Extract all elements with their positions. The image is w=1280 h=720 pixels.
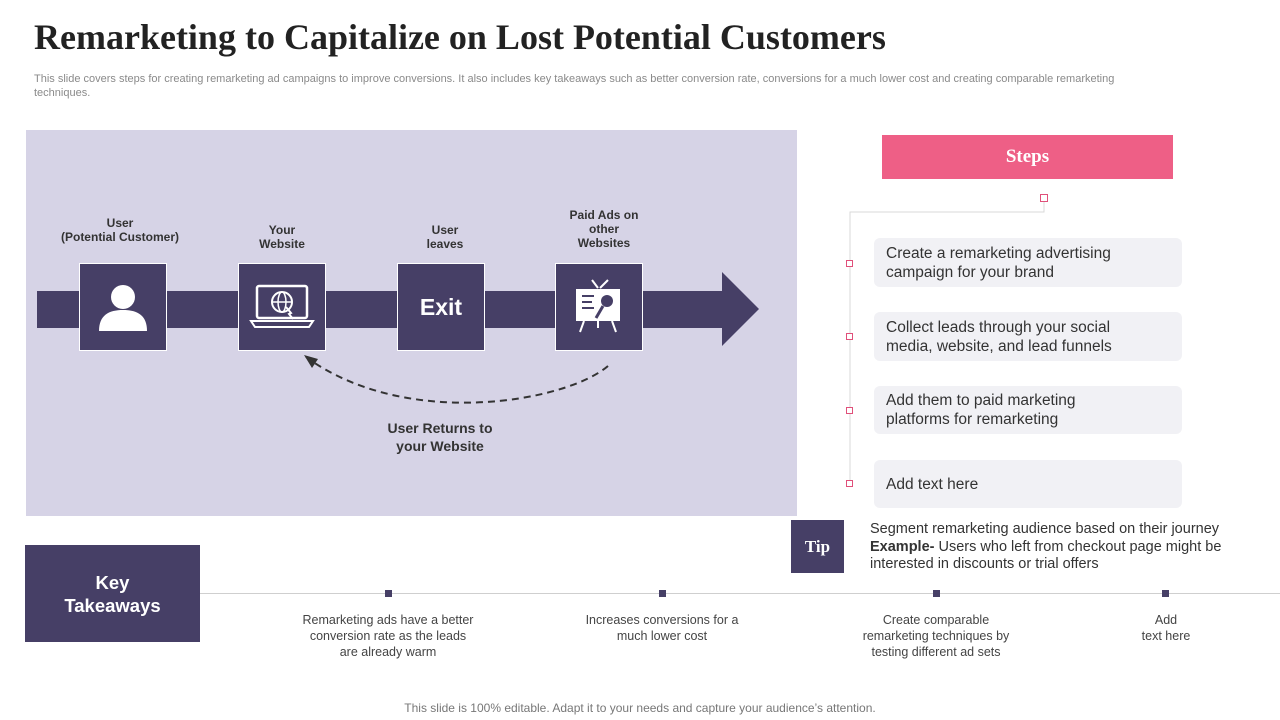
takeaways-line [200,593,1280,594]
step-marker [846,260,853,267]
paid-ads-box [555,263,643,351]
flow-label-ads: Paid Ads on other Websites [569,208,639,250]
website-box [238,263,326,351]
takeaway-text-2: Increases conversions for a much lower c… [585,613,739,643]
takeaway-marker [659,590,666,597]
laptop-globe-icon [249,284,315,328]
page-title: Remarketing to Capitalize on Lost Potent… [34,17,886,57]
flow-label-website: Your Website [259,223,305,251]
exit-text: Exit [419,293,463,320]
step-card-4: Add text here [874,460,1182,508]
tip-example-text: Users who left from checkout page might … [870,538,1222,573]
return-label: User Returns to your Website [387,420,493,454]
step-marker [846,480,853,487]
takeaway-marker [385,590,392,597]
steps-header: Steps [882,135,1173,179]
step-marker [846,333,853,340]
presentation-board-icon [576,279,620,333]
flow-label-leaves: User leaves [426,223,464,251]
return-arrowhead [304,355,318,368]
tip-line: Segment remarketing audience based on th… [870,521,1220,537]
tip-example-label: Example- [870,538,935,555]
takeaway-text-1: Remarketing ads have a better conversion… [302,613,474,659]
step-marker [846,407,853,414]
return-curve [305,356,609,404]
steps-connector [849,194,1048,483]
user-box [79,263,167,351]
flow-arrow-head [722,272,759,346]
takeaway-marker [1162,590,1169,597]
takeaway-marker [933,590,940,597]
takeaway-text-3: Create comparable remarketing techniques… [862,613,1010,659]
tip-label: Tip [791,520,844,573]
exit-box: Exit [397,263,485,351]
footer-note: This slide is 100% editable. Adapt it to… [404,701,876,715]
step-card-1: Create a remarketing advertising campaig… [874,238,1182,287]
step-card-2: Collect leads through your social media,… [874,312,1182,361]
flow-panel: User (Potential Customer) Your Website U… [26,130,797,516]
step-card-3: Add them to paid marketing platforms for… [874,386,1182,434]
page-subtitle: This slide covers steps for creating rem… [34,73,1115,99]
tip-text: Segment remarketing audience based on th… [870,521,1250,574]
key-takeaways-label: Key Takeaways [25,545,200,642]
takeaway-text-4: Add text here [1141,613,1191,643]
user-icon [99,285,147,331]
flow-label-user: User (Potential Customer) [60,216,179,244]
